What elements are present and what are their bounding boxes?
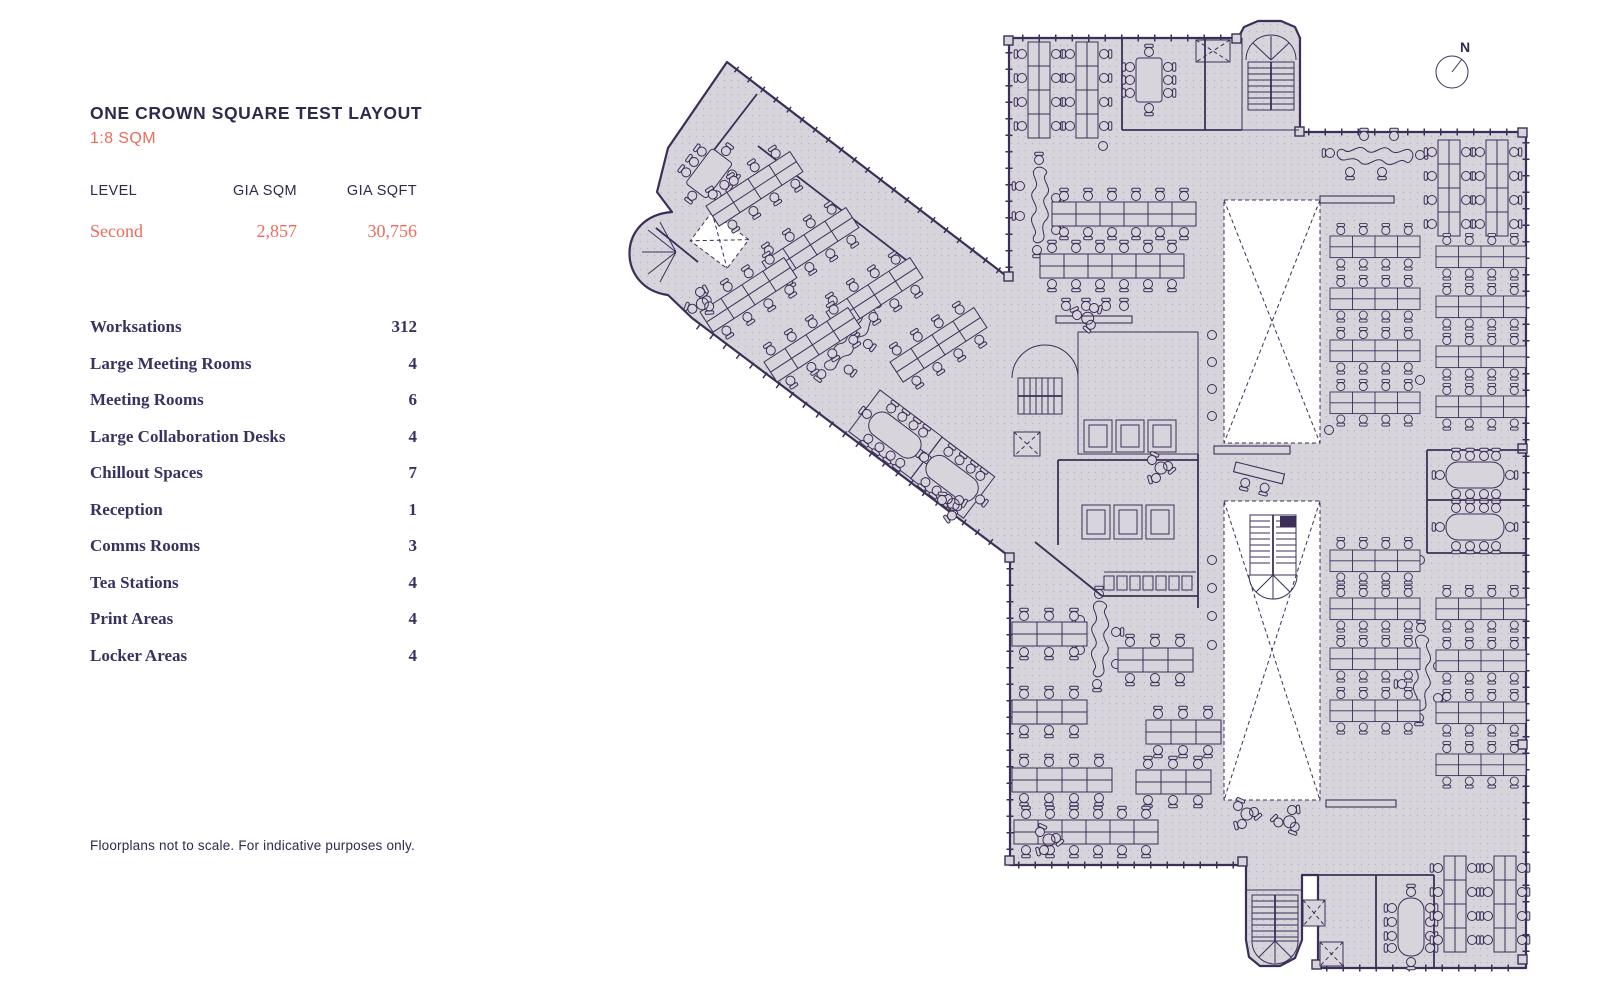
compass-north-label: N — [1460, 39, 1470, 55]
stat-value: 4 — [408, 426, 418, 446]
stat-value: 3 — [408, 536, 418, 556]
list-item: Tea Stations 4 — [90, 565, 417, 602]
list-item: Chillout Spaces 7 — [90, 455, 417, 492]
stat-value: 4 — [408, 609, 418, 629]
stat-value: 4 — [408, 353, 418, 373]
list-item: Locker Areas 4 — [90, 638, 417, 675]
level-value: Second — [90, 221, 143, 241]
stat-label: Reception — [90, 499, 163, 519]
stat-label: Tea Stations — [90, 572, 179, 592]
arched-stair — [1011, 344, 1079, 457]
density-subtitle: 1:8 SQM — [90, 130, 156, 147]
wing-zone — [642, 93, 1003, 526]
floorplan-svg: N — [628, 19, 1600, 972]
compass-needle — [1451, 58, 1463, 73]
stat-value: 312 — [391, 317, 418, 337]
stat-label: Chillout Spaces — [90, 463, 203, 483]
gia-table-row: Second 2,857 30,756 — [90, 221, 417, 242]
meeting-rooms-right — [1426, 448, 1526, 554]
page-title: ONE CROWN SQUARE TEST LAYOUT — [90, 103, 423, 123]
stat-value: 7 — [408, 463, 418, 483]
void-stair — [1248, 514, 1298, 600]
upper-left-zone — [1014, 38, 1242, 151]
gia-sqft-value: 30,756 — [367, 221, 418, 241]
list-item: Comms Rooms 3 — [90, 528, 417, 565]
stat-label: Print Areas — [90, 609, 174, 629]
stat-value: 4 — [408, 572, 418, 592]
stats-list: Worksations 312 Large Meeting Rooms 4 Meet… — [90, 309, 417, 674]
list-item: Reception 1 — [90, 492, 417, 529]
compass: N — [1435, 39, 1470, 89]
stat-label: Locker Areas — [90, 645, 188, 665]
bottom-right-zone — [1318, 856, 1530, 970]
info-panel: ONE CROWN SQUARE TEST LAYOUT 1:8 SQM LEV… — [90, 0, 430, 998]
col-gia-sqm: GIA SQM — [232, 183, 297, 199]
disclaimer-text: Floorplans not to scale. For indicative … — [90, 838, 415, 853]
stat-label: Worksations — [90, 317, 182, 337]
stat-value: 6 — [408, 390, 418, 410]
gia-sqm-value: 2,857 — [256, 221, 298, 241]
stat-value: 4 — [408, 645, 418, 665]
col-level: LEVEL — [90, 183, 138, 199]
stat-label: Large Meeting Rooms — [90, 353, 252, 373]
core-zone — [1034, 331, 1199, 608]
list-item: Meeting Rooms 6 — [90, 382, 417, 419]
stair-tower-bottom — [1246, 889, 1344, 967]
stat-label: Large Collaboration Desks — [90, 426, 286, 446]
list-item: Print Areas 4 — [90, 601, 417, 638]
gia-table-header: LEVEL GIA SQM GIA SQFT — [90, 183, 417, 199]
list-item: Large Meeting Rooms 4 — [90, 346, 417, 383]
col-gia-sqft: GIA SQFT — [346, 183, 417, 199]
floorplan: N — [600, 0, 1600, 998]
atrium-void-upper — [1223, 199, 1321, 444]
stat-value: 1 — [408, 499, 418, 519]
stat-label: Meeting Rooms — [90, 390, 204, 410]
stat-label: Comms Rooms — [90, 536, 201, 556]
list-item: Large Collaboration Desks 4 — [90, 419, 417, 456]
list-item: Worksations 312 — [90, 309, 417, 346]
atrium-void-lower — [1223, 500, 1321, 801]
